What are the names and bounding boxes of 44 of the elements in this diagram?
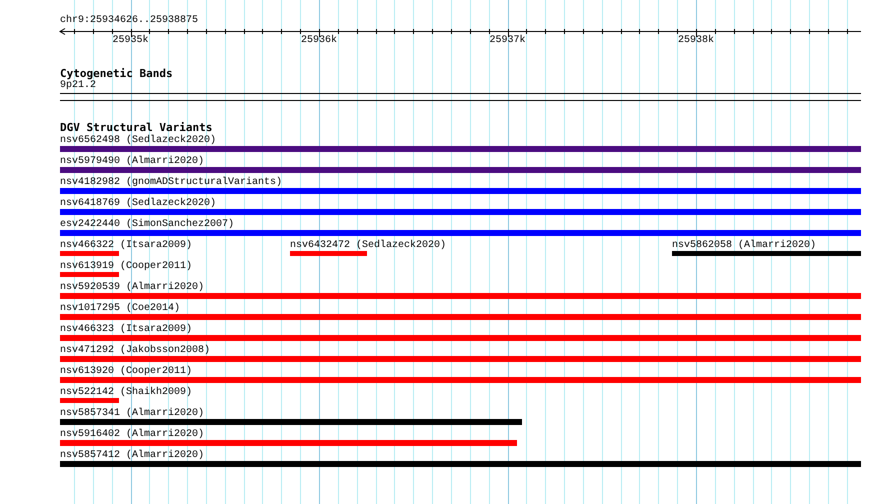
variant-bar — [60, 188, 861, 194]
variant-label: nsv5979490 (Almarri2020) — [60, 156, 204, 167]
coordinate-range: chr9:25934626..25938875 — [60, 15, 198, 26]
variant-label: nsv5920539 (Almarri2020) — [60, 282, 204, 293]
variant-label: nsv4182982 (gnomADStructuralVariants) — [60, 177, 282, 188]
variant-bar — [60, 293, 861, 299]
variant-label: esv2422440 (SimonSanchez2007) — [60, 219, 234, 230]
variant-label: nsv522142 (Shaikh2009) — [60, 387, 192, 398]
variant-bar — [60, 272, 119, 277]
variant-bar — [672, 251, 861, 256]
variant-bar — [60, 461, 861, 467]
variant-bar — [60, 146, 861, 152]
track-title: DGV Structural Variants — [60, 122, 212, 133]
variant-label: nsv5857412 (Almarri2020) — [60, 450, 204, 461]
variant-label: nsv5862058 (Almarri2020) — [672, 240, 816, 251]
variant-bar — [60, 419, 522, 425]
axis-tick-label: 25937k — [490, 35, 526, 46]
variant-label: nsv613919 (Cooper2011) — [60, 261, 192, 272]
variant-bar — [60, 167, 861, 173]
variant-bar — [60, 440, 517, 446]
variant-label: nsv466322 (Itsara2009) — [60, 240, 192, 251]
axis-tick-label: 25935k — [112, 35, 148, 46]
band-name: 9p21.2 — [60, 80, 96, 91]
variant-label: nsv6432472 (Sedlazeck2020) — [290, 240, 446, 251]
variant-bar — [60, 314, 861, 320]
variant-label: nsv5916402 (Almarri2020) — [60, 429, 204, 440]
variant-label: nsv6562498 (Sedlazeck2020) — [60, 135, 216, 146]
variant-bar — [60, 356, 861, 362]
variant-bar — [290, 251, 367, 256]
variant-bar — [60, 335, 861, 341]
variant-label: nsv471292 (Jakobsson2008) — [60, 345, 210, 356]
variant-label: nsv5857341 (Almarri2020) — [60, 408, 204, 419]
axis-tick-label: 25938k — [678, 35, 714, 46]
variant-bar — [60, 209, 861, 215]
variant-bar — [60, 398, 119, 403]
track-title: Cytogenetic Bands — [60, 68, 173, 79]
variant-bar — [60, 230, 861, 236]
variant-bar — [60, 251, 119, 256]
variant-label: nsv1017295 (Coe2014) — [60, 303, 180, 314]
variant-label: nsv466323 (Itsara2009) — [60, 324, 192, 335]
axis-tick-label: 25936k — [301, 35, 338, 46]
variant-bar — [60, 377, 861, 383]
variant-label: nsv613920 (Cooper2011) — [60, 366, 192, 377]
variant-label: nsv6418769 (Sedlazeck2020) — [60, 198, 216, 209]
